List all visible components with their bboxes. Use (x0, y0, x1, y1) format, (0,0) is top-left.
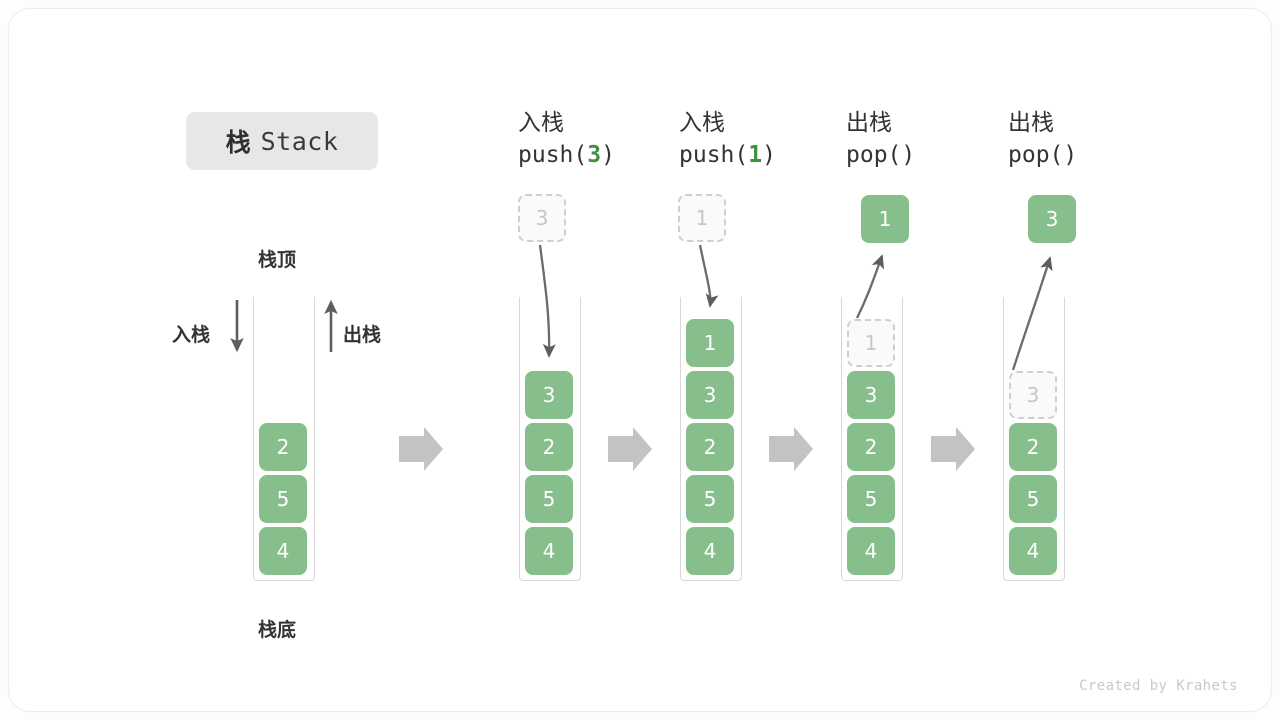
column-header-line1: 出栈 (1008, 110, 1054, 136)
pop-call-suffix: ) (901, 142, 916, 168)
figure-title-cjk: 栈 (225, 128, 251, 157)
stack-cell: 2 (1009, 423, 1057, 471)
push-direction-label: 入栈 (172, 324, 211, 346)
push-argument: 1 (748, 142, 763, 168)
column-header-line1: 入栈 (679, 110, 725, 136)
stack-cell: 5 (847, 475, 895, 523)
stack-container-pop-3 (1003, 297, 1065, 581)
column-header-line1: 出栈 (846, 110, 892, 136)
stack-cell: 5 (525, 475, 573, 523)
column-header-line2: pop() (1008, 138, 1198, 172)
stack-cell: 2 (259, 423, 307, 471)
push-call-suffix: ) (762, 142, 776, 168)
stack-cell: 5 (1009, 475, 1057, 523)
popped-value-cell: 1 (861, 195, 909, 243)
push-argument: 3 (587, 142, 602, 168)
stack-top-label: 栈顶 (258, 249, 297, 271)
stack-bottom-label: 栈底 (258, 619, 297, 641)
stack-container-push-1 (680, 297, 742, 581)
stack-cell: 4 (1009, 527, 1057, 575)
stack-cell: 4 (686, 527, 734, 575)
stack-cell: 4 (847, 527, 895, 575)
stack-container-pop-1 (841, 297, 903, 581)
stack-cell: 5 (259, 475, 307, 523)
stack-cell: 2 (525, 423, 573, 471)
column-header-line2: push(1) (679, 138, 869, 172)
stack-cell: 2 (847, 423, 895, 471)
push-call-prefix: push( (679, 142, 749, 168)
column-header-push-1: 入栈 push(1) (679, 108, 869, 172)
column-header-push-3: 入栈 push(3) (518, 108, 708, 172)
stack-cell: 4 (259, 527, 307, 575)
credit-text: Created by Krahets (1079, 678, 1238, 694)
stack-cell: 4 (525, 527, 573, 575)
floating-ghost-cell: 3 (518, 194, 566, 242)
floating-ghost-cell: 1 (678, 194, 726, 242)
stack-cell: 3 (686, 371, 734, 419)
stack-cell-removed: 3 (1009, 371, 1057, 419)
pop-direction-label: 出栈 (343, 324, 382, 346)
figure-title-latin: Stack (260, 126, 339, 156)
column-header-line1: 入栈 (518, 110, 564, 136)
pop-call-prefix: pop( (846, 142, 902, 168)
stack-container-initial (253, 297, 315, 581)
push-call-prefix: push( (518, 142, 588, 168)
column-header-line2: push(3) (518, 138, 708, 172)
column-header-pop-3: 出栈 pop() (1008, 108, 1198, 172)
popped-value-cell: 3 (1028, 195, 1076, 243)
stack-cell: 3 (847, 371, 895, 419)
push-call-suffix: ) (601, 142, 615, 168)
column-header-pop-1: 出栈 pop() (846, 108, 1036, 172)
stack-container-push-3 (519, 297, 581, 581)
stack-cell-removed: 1 (847, 319, 895, 367)
stack-cell: 5 (686, 475, 734, 523)
stack-cell: 1 (686, 319, 734, 367)
stack-cell: 2 (686, 423, 734, 471)
pop-call-prefix: pop( (1008, 142, 1064, 168)
figure-title-badge: 栈 Stack (186, 112, 378, 170)
pop-call-suffix: ) (1063, 142, 1078, 168)
column-header-line2: pop() (846, 138, 1036, 172)
stack-cell: 3 (525, 371, 573, 419)
